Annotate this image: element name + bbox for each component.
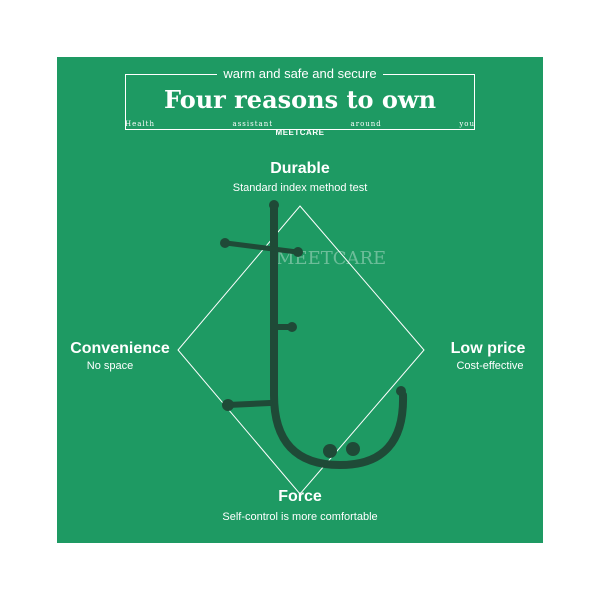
diamond-outline — [177, 205, 425, 495]
reason-left-title: Convenience — [70, 340, 170, 357]
knob-arm-right — [293, 247, 303, 257]
reason-right-subtitle: Cost-effective — [456, 360, 524, 372]
subtitle-word: assistant — [232, 120, 274, 128]
header-tagline: warm and safe and secure — [126, 66, 474, 82]
reason-bottom-subtitle: Self-control is more comfortable — [222, 511, 378, 523]
hook-massager — [223, 203, 408, 470]
subtitle-word: Health — [125, 120, 155, 128]
knob-arm-left — [220, 238, 230, 248]
knob-top — [269, 200, 279, 210]
hook-knobs — [220, 200, 406, 458]
green-panel — [57, 57, 543, 543]
hook-shaft — [270, 203, 408, 470]
subtitle-word: around — [350, 120, 382, 128]
header-subtitle: Health assistant around you — [125, 120, 475, 128]
hook-arm-lower — [225, 400, 273, 408]
header-frame: warm and safe and secure Four reasons to… — [125, 66, 475, 130]
reason-top-subtitle: Standard index method test — [232, 182, 368, 194]
knob-bottom-1 — [323, 444, 337, 458]
reason-left-subtitle: No space — [86, 360, 134, 372]
reason-top-title: Durable — [270, 160, 330, 177]
hook-arm-top — [223, 240, 300, 255]
product-watermark: MEETCARE — [276, 248, 386, 269]
subtitle-word: you — [459, 120, 475, 128]
reason-right-title: Low price — [450, 340, 526, 357]
header-title: Four reasons to own — [163, 85, 437, 114]
knob-middle — [287, 322, 297, 332]
reason-bottom-title: Force — [278, 488, 322, 505]
knob-lower — [222, 399, 234, 411]
knob-bottom-2 — [346, 442, 360, 456]
brand-name: MEETCARE — [275, 128, 325, 137]
knob-tip — [396, 386, 406, 396]
